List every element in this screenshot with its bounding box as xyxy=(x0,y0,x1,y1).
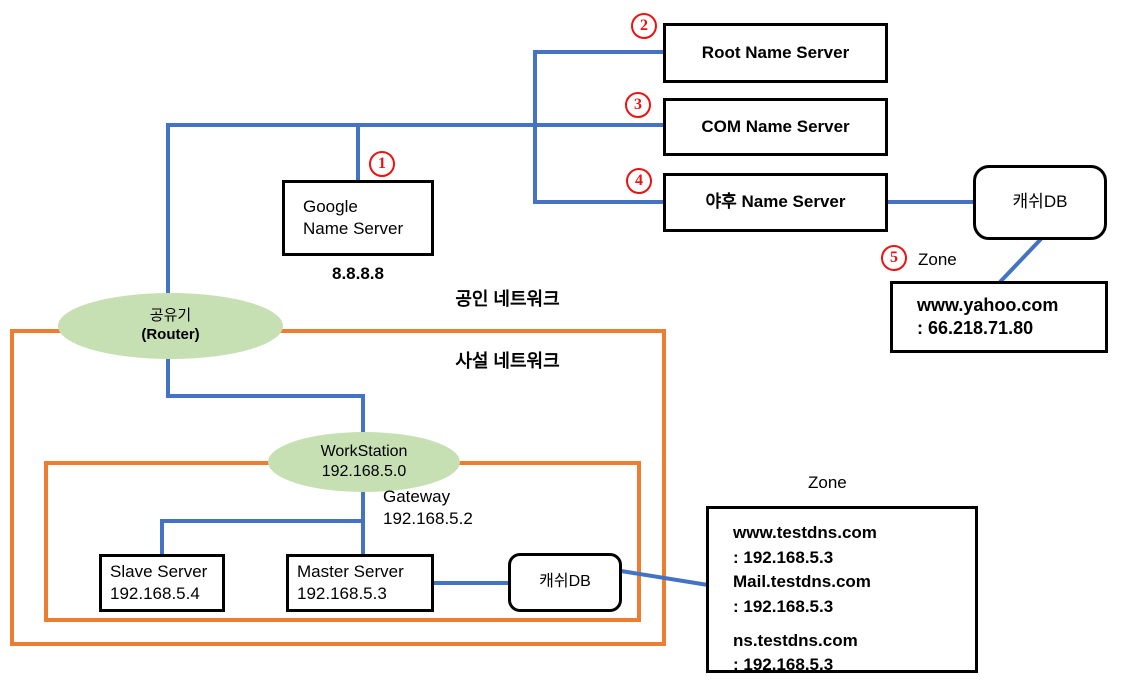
connector-workstation-up xyxy=(361,394,365,438)
slave-server-ip: 192.168.5.4 xyxy=(110,584,200,603)
zone-yahoo-record-ip: : 66.218.71.80 xyxy=(917,318,1034,338)
zone-testdns-record-www-ip: : 192.168.5.3 xyxy=(733,547,834,567)
zone-testdns-record-mail-ip: : 192.168.5.3 xyxy=(733,596,834,616)
router-node: 공유기 (Router) xyxy=(58,293,283,359)
step-3-marker: 3 xyxy=(625,92,651,118)
router-label: 공유기 xyxy=(149,307,192,325)
root-name-server-box: Root Name Server xyxy=(663,23,888,83)
gateway-label: Gateway 192.168.5.2 xyxy=(383,486,473,530)
connector-root-branch xyxy=(533,50,665,54)
connector-router-workstation xyxy=(166,394,365,398)
step-1-number: 1 xyxy=(378,155,386,172)
com-name-server-box: COM Name Server xyxy=(663,98,888,156)
slave-server-box: Slave Server 192.168.5.4 xyxy=(99,554,225,612)
zone-testdns-record-www: www.testdns.com xyxy=(733,523,877,542)
step-5-number: 5 xyxy=(890,249,898,266)
connector-cache-testdnszone xyxy=(620,569,709,587)
connector-slave-drop xyxy=(160,519,164,556)
workstation-node: WorkStation 192.168.5.0 xyxy=(268,432,460,492)
yahoo-name-server-box: 야후 Name Server xyxy=(663,173,888,232)
zone-testdns-record-mail: Mail.testdns.com xyxy=(733,572,871,592)
step-3-number: 3 xyxy=(634,96,642,113)
workstation-ip: 192.168.5.0 xyxy=(321,463,407,480)
connector-master-cache xyxy=(432,581,510,585)
cache-db-bottom-label: 캐쉬DB xyxy=(539,573,591,591)
connector-workstation-down xyxy=(361,488,365,558)
step-4-number: 4 xyxy=(635,172,643,189)
step-4-marker: 4 xyxy=(626,168,652,194)
private-network-boundary xyxy=(10,329,666,646)
master-server-ip: 192.168.5.3 xyxy=(297,584,387,603)
gateway-name: Gateway xyxy=(383,487,451,506)
gateway-ip: 192.168.5.2 xyxy=(383,509,473,529)
step-2-marker: 2 xyxy=(631,13,657,39)
connector-yahoo-cache xyxy=(886,200,976,204)
connector-ns-trunk xyxy=(533,50,537,204)
cache-db-top-box: 캐쉬DB xyxy=(973,165,1107,240)
connector-main-horizontal xyxy=(166,123,665,127)
connector-yahoo-branch xyxy=(533,200,665,204)
zone-testdns-title: Zone xyxy=(808,473,847,492)
yahoo-name-server-label: 야후 Name Server xyxy=(705,192,846,212)
private-network-label: 사설 네트워크 xyxy=(455,351,560,371)
master-server-box: Master Server 192.168.5.3 xyxy=(286,554,434,612)
step-1-marker: 1 xyxy=(369,151,395,177)
zone-yahoo-title: Zone xyxy=(918,250,957,269)
router-sublabel: (Router) xyxy=(141,326,200,343)
google-dns-ip: 8.8.8.8 xyxy=(332,264,384,283)
cache-db-bottom-box: 캐쉬DB xyxy=(508,553,622,612)
zone-yahoo-box: www.yahoo.com : 66.218.71.80 xyxy=(890,281,1108,353)
connector-lan-horizontal xyxy=(160,519,365,523)
com-name-server-label: COM Name Server xyxy=(701,116,850,136)
connector-google-drop xyxy=(356,123,360,182)
step-2-number: 2 xyxy=(640,17,648,34)
connector-router-down xyxy=(166,352,170,398)
zone-testdns-record-ns-ip: : 192.168.5.3 xyxy=(733,655,834,675)
google-name-server-label-1: Google xyxy=(303,196,358,216)
google-name-server-label-2: Name Server xyxy=(303,219,404,238)
root-name-server-label: Root Name Server xyxy=(701,42,850,62)
workstation-label: WorkStation xyxy=(320,443,408,460)
zone-testdns-record-ns: ns.testdns.com xyxy=(733,630,858,650)
google-name-server-box: Google Name Server xyxy=(282,180,434,256)
connector-cache-yahoozone xyxy=(998,237,1043,284)
zone-testdns-box: www.testdns.com : 192.168.5.3 Mail.testd… xyxy=(706,506,978,674)
master-server-label: Master Server xyxy=(297,561,404,581)
cache-db-top-label: 캐쉬DB xyxy=(1012,192,1068,212)
step-5-marker: 5 xyxy=(881,245,907,271)
zone-yahoo-record-host: www.yahoo.com xyxy=(917,294,1059,315)
slave-server-label: Slave Server xyxy=(110,561,208,581)
public-network-label: 공인 네트워크 xyxy=(455,289,560,309)
connector-router-up xyxy=(166,123,170,297)
